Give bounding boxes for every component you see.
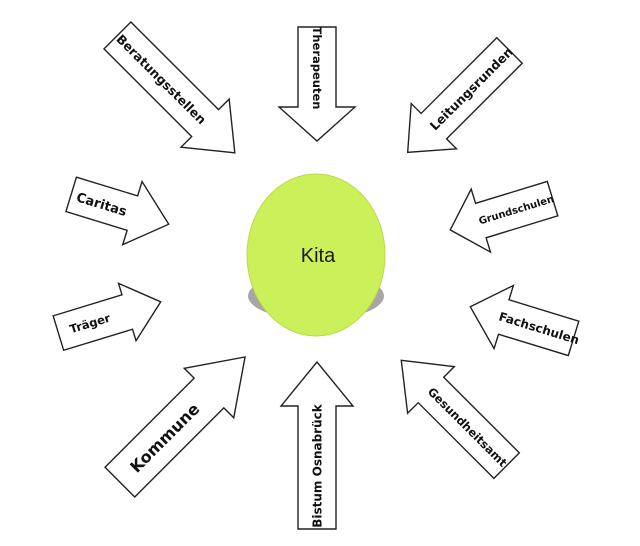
arrow-therapeuten-label: Therapeuten xyxy=(310,27,324,110)
arrow-grundschulen: Grundschulen xyxy=(449,180,559,254)
arrow-gesundheitsamt-label: Gesundheitsamt xyxy=(425,385,510,470)
arrow-fachschulen-shape xyxy=(469,284,580,357)
arrow-caritas-shape xyxy=(65,176,170,246)
arrow-leitungsrunden: Leitungsrunden xyxy=(406,36,524,154)
arrow-kommune: Kommune xyxy=(104,356,246,498)
arrow-gesundheitsamt-shape xyxy=(400,359,521,480)
center-label: Kita xyxy=(301,245,336,267)
arrow-fachschulen: Fachschulen xyxy=(469,284,581,357)
arrow-bistum-label: Bistum Osnabrück xyxy=(311,403,325,528)
arrow-beratungsstellen-label: Beratungsstellen xyxy=(113,31,209,127)
arrow-traeger-shape xyxy=(52,282,162,352)
arrow-beratungsstellen-shape xyxy=(103,21,236,154)
arrow-traeger: Träger xyxy=(52,282,162,352)
arrow-grundschulen-shape xyxy=(449,180,559,254)
arrow-leitungsrunden-label: Leitungsrunden xyxy=(427,44,516,133)
arrow-leitungsrunden-shape xyxy=(406,36,524,154)
arrow-beratungsstellen: Beratungsstellen xyxy=(103,21,236,154)
arrow-therapeuten-shape xyxy=(277,26,357,142)
arrow-therapeuten: Therapeuten xyxy=(277,26,357,142)
arrow-gesundheitsamt: Gesundheitsamt xyxy=(400,359,521,480)
center-node: Kita xyxy=(246,173,386,337)
center-node-circle xyxy=(246,173,386,337)
arrow-kommune-shape xyxy=(104,356,246,498)
arrow-caritas: Caritas xyxy=(65,176,170,246)
arrow-bistum-shape xyxy=(279,360,355,530)
arrow-bistum: Bistum Osnabrück xyxy=(279,360,355,530)
